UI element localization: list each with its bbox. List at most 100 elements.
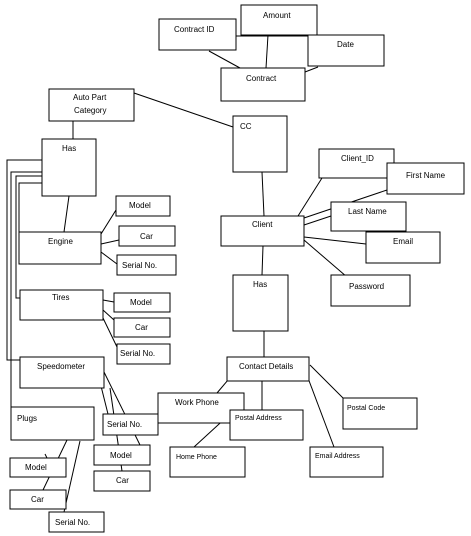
has-parts-box[interactable] (41, 138, 97, 197)
car-tires-label: Car (135, 323, 148, 332)
edge-engine-car (100, 239, 120, 245)
edge-client-password (303, 239, 348, 278)
edge-category-cc (133, 92, 234, 128)
email-box[interactable] (365, 231, 441, 264)
model-speedo-box[interactable] (93, 444, 151, 466)
edge-client-clientid (297, 177, 323, 217)
last-name-box[interactable] (330, 201, 407, 232)
tires-label: Tires (52, 293, 69, 302)
edge-tires-model (102, 299, 115, 303)
edge-has-speedometer (6, 159, 42, 361)
edge-tires-serial (102, 317, 118, 348)
client-id-box[interactable] (318, 148, 395, 179)
edge-contract-id-contract (208, 50, 241, 69)
work-phone-label: Work Phone (175, 398, 219, 407)
edge-plugs-model (44, 453, 48, 459)
first-name-box[interactable] (386, 162, 465, 195)
contract-id-label: Contract ID (174, 25, 215, 34)
speedometer-label: Speedometer (37, 362, 85, 371)
serial-engine-label: Serial No. (122, 261, 157, 270)
model-tires-label: Model (130, 298, 152, 307)
has-client-label: Has (253, 280, 267, 289)
contact-details-label: Contact Details (239, 362, 293, 371)
connectors (6, 34, 388, 513)
postal-code-box[interactable] (342, 397, 418, 430)
client-id-label: Client_ID (341, 154, 374, 163)
email-label: Email (393, 237, 413, 246)
plugs-label: Plugs (17, 414, 37, 423)
edge-client-has (261, 245, 264, 276)
car-tires-box[interactable] (113, 317, 171, 338)
edge-contact-workphone (216, 379, 229, 394)
edge-date-contract (304, 66, 319, 73)
edge-client-email (303, 236, 367, 245)
model-engine-box[interactable] (115, 195, 171, 217)
contract-box[interactable] (220, 67, 306, 102)
first-name-label: First Name (406, 171, 446, 180)
contract-id-box[interactable] (158, 18, 237, 51)
postal-code-label: Postal Code (347, 405, 385, 412)
serial-tires-box[interactable] (116, 343, 171, 365)
postal-address-box[interactable] (229, 409, 304, 441)
edge-contact-postalcode (309, 364, 344, 399)
home-phone-box[interactable] (169, 446, 246, 478)
edge-engine-serial (100, 251, 118, 265)
password-label: Password (349, 282, 384, 291)
amount-label: Amount (263, 11, 291, 20)
car-plugs-box[interactable] (9, 489, 67, 510)
tires-box[interactable] (19, 289, 104, 321)
last-name-label: Last Name (348, 207, 387, 216)
plugs-box[interactable] (10, 406, 95, 441)
auto-part-category-label-line1: Auto Part (73, 93, 107, 102)
serial-engine-box[interactable] (116, 254, 177, 276)
engine-label: Engine (48, 237, 73, 246)
edge-amount-contract (265, 34, 269, 69)
edge-plugs-serial (63, 440, 81, 513)
model-plugs-label: Model (25, 463, 47, 472)
entity-labels: Contract ID Amount Date Contract Auto Pa… (17, 11, 446, 527)
model-engine-label: Model (129, 201, 151, 210)
amount-box[interactable] (240, 4, 318, 36)
edge-has-engine (63, 195, 70, 233)
client-box[interactable] (220, 215, 305, 247)
date-label: Date (337, 40, 354, 49)
auto-part-category-box[interactable] (48, 88, 135, 122)
auto-part-category-label-line2: Category (74, 106, 106, 115)
edge-has-tires (15, 175, 42, 299)
model-plugs-box[interactable] (9, 457, 67, 478)
contact-details-box[interactable] (226, 356, 310, 382)
entity-boxes (9, 4, 465, 533)
car-engine-box[interactable] (118, 225, 176, 247)
edge-engine-model (100, 209, 117, 235)
car-engine-label: Car (140, 232, 153, 241)
engine-box[interactable] (18, 231, 102, 265)
model-speedo-label: Model (110, 451, 132, 460)
has-client-box[interactable] (232, 274, 289, 332)
date-box[interactable] (307, 34, 385, 67)
car-plugs-label: Car (31, 495, 44, 504)
car-speedo-label: Car (116, 476, 129, 485)
email-address-label: Email Address (315, 453, 360, 460)
edge-contact-emailaddress (307, 377, 335, 448)
serial-plugs-label: Serial No. (55, 518, 90, 527)
client-label: Client (252, 220, 273, 229)
email-address-box[interactable] (309, 446, 384, 478)
home-phone-label: Home Phone (176, 454, 217, 461)
model-tires-box[interactable] (113, 292, 171, 313)
car-speedo-box[interactable] (93, 470, 151, 492)
edge-tires-car (102, 309, 115, 321)
edge-has-engine-2 (18, 182, 42, 244)
speedometer-box[interactable] (19, 356, 105, 389)
has-parts-label: Has (62, 144, 76, 153)
postal-address-label: Postal Address (235, 415, 282, 422)
edge-client-lastname (303, 215, 332, 226)
serial-speedo-label: Serial No. (107, 420, 142, 429)
cc-box[interactable] (232, 115, 288, 173)
serial-speedo-box[interactable] (102, 413, 159, 436)
password-box[interactable] (330, 274, 411, 307)
serial-tires-label: Serial No. (120, 349, 155, 358)
edge-has-plugs (10, 171, 42, 410)
serial-plugs-box[interactable] (48, 511, 105, 533)
contract-label: Contract (246, 74, 277, 83)
